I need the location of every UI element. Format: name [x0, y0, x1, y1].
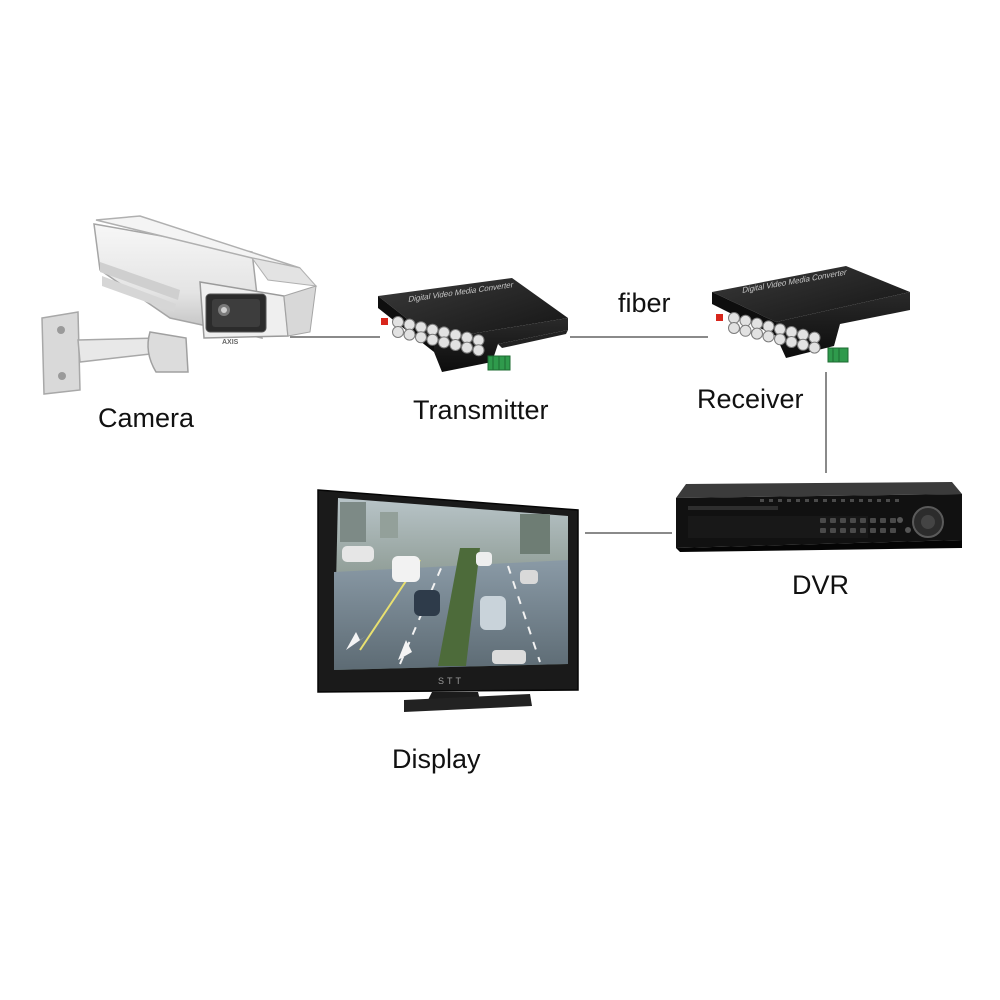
- bnc-connector: [461, 341, 473, 354]
- dvr-front-button: [870, 528, 876, 533]
- dvr-status-led: [823, 499, 827, 502]
- dvr-front-button: [850, 518, 856, 523]
- dvr-status-led: [841, 499, 845, 502]
- cctv-camera-icon: AXIS: [41, 215, 318, 395]
- bnc-connector: [797, 338, 809, 351]
- connector-lines: [290, 336, 827, 534]
- dvr-front-button: [820, 528, 826, 533]
- display-label: Display: [392, 744, 481, 774]
- dvr-status-led: [796, 499, 800, 502]
- bnc-connector: [808, 341, 821, 354]
- bnc-connector: [728, 312, 740, 324]
- dvr-front-button: [890, 518, 896, 523]
- bnc-connector: [808, 331, 821, 344]
- bnc-connector: [762, 330, 775, 343]
- bnc-connector: [774, 323, 786, 336]
- bnc-connector: [785, 326, 798, 338]
- camera-label: Camera: [98, 403, 195, 433]
- bnc-connector: [449, 339, 462, 351]
- bnc-connector: [415, 331, 427, 344]
- dvr-front-button: [890, 528, 896, 533]
- bnc-connector: [426, 323, 439, 336]
- dvr-status-led: [850, 499, 854, 502]
- dvr-front-button: [830, 528, 836, 533]
- bnc-connector: [403, 328, 416, 341]
- monitor-brand-text: STT: [438, 676, 464, 686]
- bnc-connector: [728, 322, 740, 334]
- bnc-connector: [438, 326, 450, 339]
- dvr-front-button: [880, 528, 886, 533]
- bnc-connector: [797, 328, 809, 341]
- bnc-connector: [785, 336, 798, 348]
- receiver-media-converter-icon: Digital Video Media Converter: [712, 266, 910, 363]
- dvr-label: DVR: [792, 570, 850, 600]
- dvr-status-led: [868, 499, 872, 502]
- dvr-status-led: [877, 499, 881, 502]
- bnc-connector: [751, 317, 763, 330]
- bnc-connector: [449, 329, 462, 341]
- fiber-label: fiber: [618, 288, 671, 318]
- bnc-connector: [392, 316, 404, 328]
- dvr-status-led: [760, 499, 764, 502]
- dvr-front-button: [830, 518, 836, 523]
- lcd-monitor-icon: STT: [317, 489, 579, 712]
- dvr-status-led: [832, 499, 836, 502]
- dvr-status-led: [886, 499, 890, 502]
- bnc-connector: [762, 320, 775, 333]
- dvr-front-button: [880, 518, 886, 523]
- bnc-connector: [392, 326, 404, 338]
- bnc-connector: [461, 331, 473, 344]
- camera-brand-text: AXIS: [222, 339, 239, 346]
- dvr-front-button: [860, 528, 866, 533]
- dvr-recorder-icon: [676, 482, 962, 552]
- dvr-status-led: [805, 499, 809, 502]
- bnc-connector: [774, 333, 786, 346]
- dvr-front-button: [840, 518, 846, 523]
- dvr-status-led: [778, 499, 782, 502]
- dvr-front-button: [870, 518, 876, 523]
- dvr-front-button: [850, 528, 856, 533]
- dvr-status-led: [859, 499, 863, 502]
- bnc-connector: [415, 321, 427, 334]
- bnc-connector: [403, 318, 416, 331]
- dvr-status-led: [787, 499, 791, 502]
- dvr-status-led: [769, 499, 773, 502]
- dvr-status-led: [814, 499, 818, 502]
- bnc-connector: [739, 324, 752, 337]
- bnc-connector: [739, 314, 752, 327]
- receiver-label: Receiver: [697, 384, 804, 414]
- bnc-connector: [426, 333, 439, 346]
- transmitter-media-converter-icon: Digital Video Media Converter: [378, 278, 568, 372]
- bnc-connector: [751, 327, 763, 340]
- bnc-connector: [472, 334, 485, 347]
- dvr-front-button: [860, 518, 866, 523]
- transmitter-label: Transmitter: [413, 395, 549, 425]
- dvr-front-button: [840, 528, 846, 533]
- bnc-connector: [472, 344, 485, 357]
- bnc-connector: [438, 336, 450, 349]
- dvr-status-led: [895, 499, 899, 502]
- dvr-front-button: [820, 518, 826, 523]
